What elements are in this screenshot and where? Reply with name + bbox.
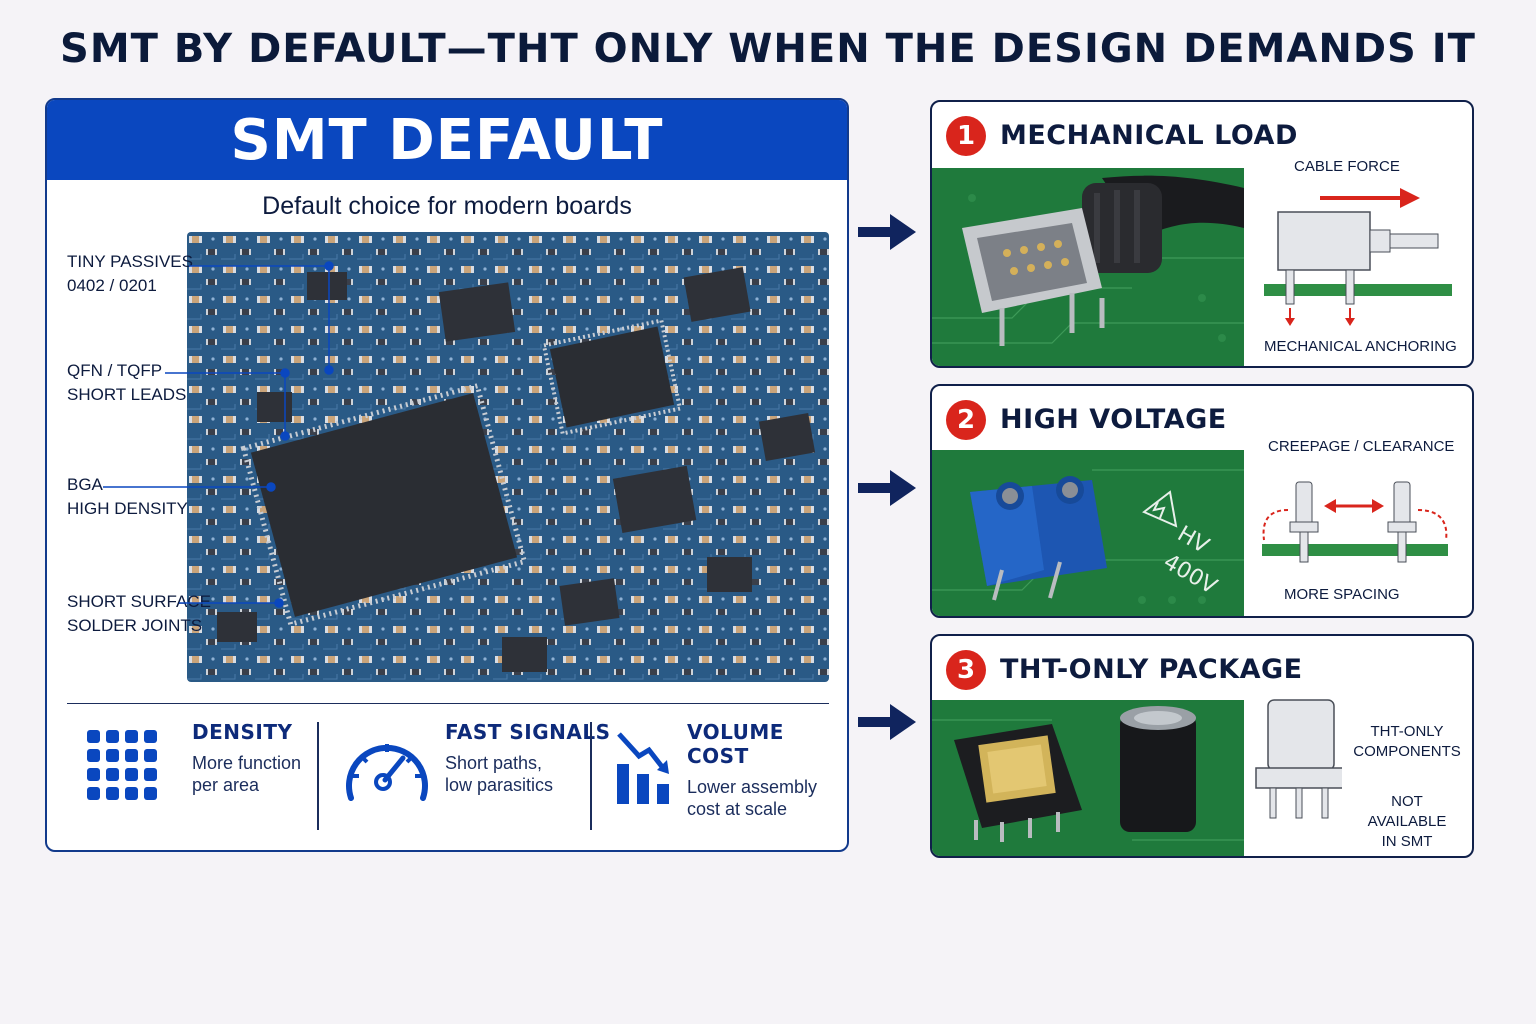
callout-leader-lines <box>103 261 334 608</box>
card-title: THT-ONLY PACKAGE <box>1000 654 1303 685</box>
page-title: SMT BY DEFAULT—THT ONLY WHEN THE DESIGN … <box>60 26 1476 72</box>
qfn-chip <box>541 318 683 436</box>
label-tht-only-components: THT-ONLY COMPONENTS <box>1353 723 1461 760</box>
card-number-badge: 2 <box>946 400 986 440</box>
arrow-right-icon <box>858 704 916 740</box>
label-creepage-clearance: CREEPAGE / CLEARANCE <box>1268 438 1455 455</box>
callout-qfn-tqfp: QFN / TQFP SHORT LEADS <box>67 361 187 404</box>
card-number-badge: 1 <box>946 116 986 156</box>
callout-solder-joints: SHORT SURFACE SOLDER JOINTS <box>67 592 211 635</box>
tht-package-diagram <box>1255 699 1342 819</box>
arrow-right-icon <box>858 214 916 250</box>
bga-chip <box>240 382 528 628</box>
card-title: MECHANICAL LOAD <box>1000 120 1298 151</box>
card-title: HIGH VOLTAGE <box>1000 404 1227 435</box>
stat-separator <box>590 722 592 830</box>
stat-fast-signals: FAST SIGNALS Short paths,low parasitics <box>445 720 611 795</box>
grid-dots-icon <box>87 730 157 800</box>
creepage-spacing-diagram <box>1262 481 1448 563</box>
speedometer-icon <box>346 744 428 801</box>
label-not-available-in-smt: NOT AVAILABLE IN SMT <box>1367 793 1447 850</box>
smt-panel-header: SMT DEFAULT <box>47 100 847 180</box>
terminal-block-icon: HV 400V <box>932 450 1244 616</box>
card-high-voltage: 2 HIGH VOLTAGE HV 400V CREEPAGE / CLEARA… <box>930 384 1474 618</box>
stat-separator <box>317 722 319 830</box>
label-cable-force: CABLE FORCE <box>1294 158 1400 175</box>
card-mechanical-load: 1 MECHANICAL LOAD CABLE FORCE MECHANICAL… <box>930 100 1474 368</box>
callout-bga: BGA HIGH DENSITY <box>67 475 188 518</box>
smt-board-illustration <box>187 232 829 682</box>
transformer-capacitor-icon <box>932 700 1244 856</box>
label-mechanical-anchoring: MECHANICAL ANCHORING <box>1264 338 1457 355</box>
arrow-right-icon <box>858 470 916 506</box>
smt-default-panel: SMT DEFAULT Default choice for modern bo… <box>45 98 849 852</box>
callout-tiny-passives: TINY PASSIVES 0402 / 0201 <box>67 252 193 295</box>
mechanical-anchoring-diagram <box>1264 188 1452 326</box>
label-more-spacing: MORE SPACING <box>1284 586 1400 603</box>
smt-panel-subtitle: Default choice for modern boards <box>262 192 632 220</box>
cable-connector-icon <box>932 168 1244 366</box>
stats-divider <box>67 703 829 704</box>
card-number-badge: 3 <box>946 650 986 690</box>
bar-chart-down-icon <box>617 732 669 804</box>
card-tht-only-package: 3 THT-ONLY PACKAGE THT-ONLY COMPONENTS N… <box>930 634 1474 858</box>
